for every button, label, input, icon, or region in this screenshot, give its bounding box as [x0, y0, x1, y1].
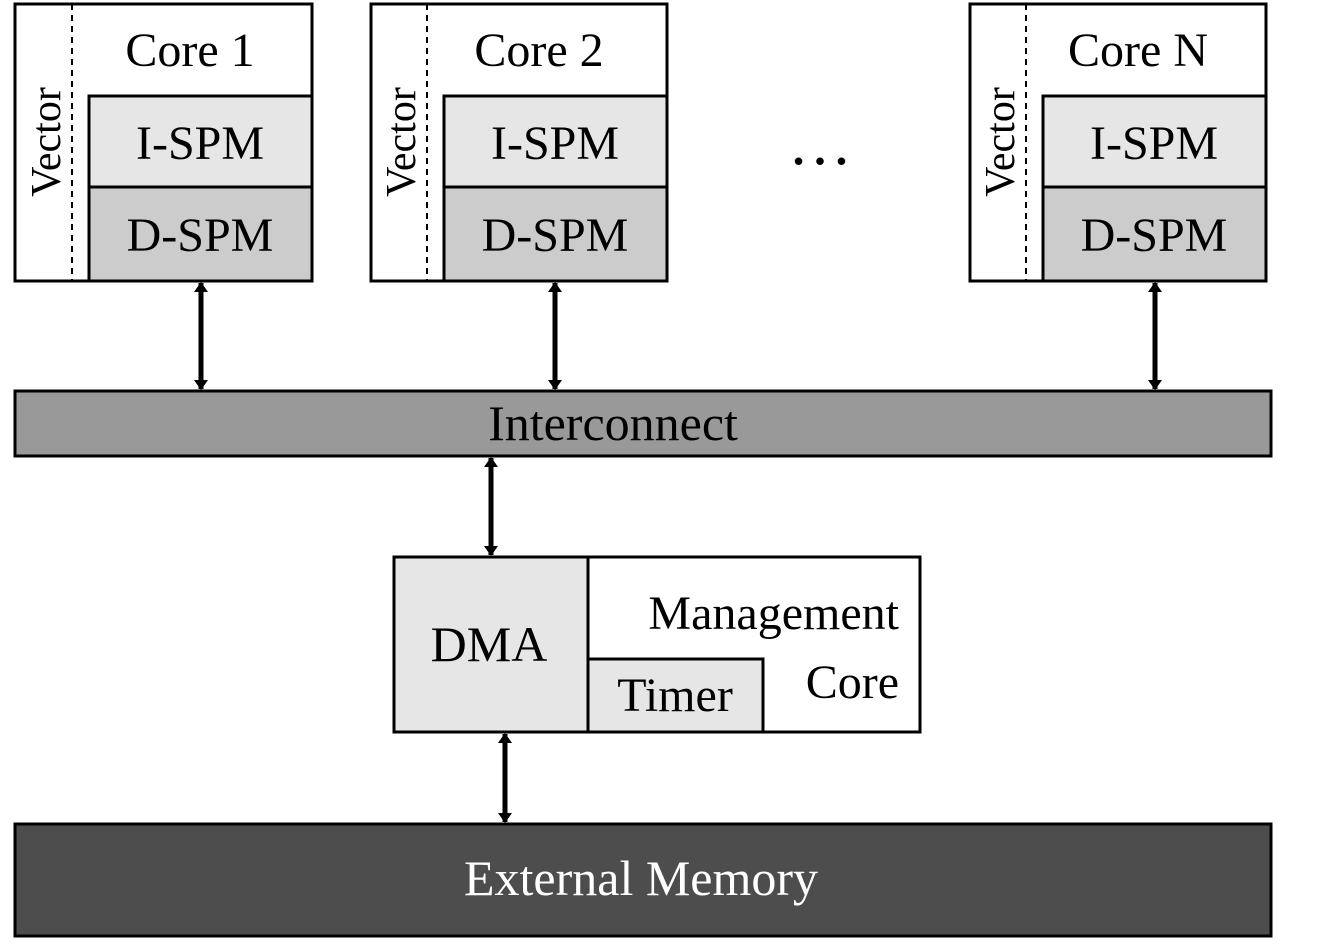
core-1-block: Vector Core 1 I-SPM D-SPM	[13, 2, 314, 283]
core-1-ispm-label: I-SPM	[136, 117, 264, 170]
core-2-block: Vector Core 2 I-SPM D-SPM	[369, 2, 669, 283]
timer-box	[586, 657, 765, 734]
interconnect-label: Interconnect	[488, 395, 738, 451]
core-n-ispm-box	[1041, 94, 1268, 189]
core-1-title: Core 1	[125, 24, 254, 77]
ellipsis: …	[788, 107, 852, 178]
core-2-vector-label: Vector	[379, 87, 425, 197]
core-2-dspm-label: D-SPM	[482, 209, 629, 262]
external-memory-label: External Memory	[464, 850, 818, 906]
core-1-ispm-box	[87, 94, 314, 189]
core-2-dspm-box	[442, 185, 669, 283]
core-2-ispm-box	[442, 94, 669, 189]
timer-label: Timer	[617, 669, 733, 722]
interconnect-bar	[13, 389, 1273, 458]
core-n-vector-label: Vector	[978, 87, 1024, 197]
dma-label: DMA	[431, 616, 548, 672]
external-memory-block: External Memory	[13, 822, 1273, 938]
external-memory-bar	[13, 822, 1273, 938]
core-n-title: Core N	[1068, 24, 1208, 77]
core-n-block: Vector Core N I-SPM D-SPM	[968, 2, 1268, 283]
management-core-block: DMA Management Core Timer	[392, 555, 922, 734]
core-n-ispm-label: I-SPM	[1090, 117, 1218, 170]
core-n-dspm-label: D-SPM	[1081, 209, 1228, 262]
interconnect-block: Interconnect	[13, 389, 1273, 458]
core-1-vector-label: Vector	[24, 87, 70, 197]
core-1-dspm-label: D-SPM	[127, 209, 274, 262]
dma-box	[392, 555, 590, 734]
core-2-title: Core 2	[474, 24, 603, 77]
core-1-dspm-box	[87, 185, 314, 283]
management-core-label-line2: Core	[806, 656, 899, 709]
core-n-dspm-box	[1041, 185, 1268, 283]
management-core-label-line1: Management	[648, 587, 899, 640]
core-2-ispm-label: I-SPM	[491, 117, 619, 170]
